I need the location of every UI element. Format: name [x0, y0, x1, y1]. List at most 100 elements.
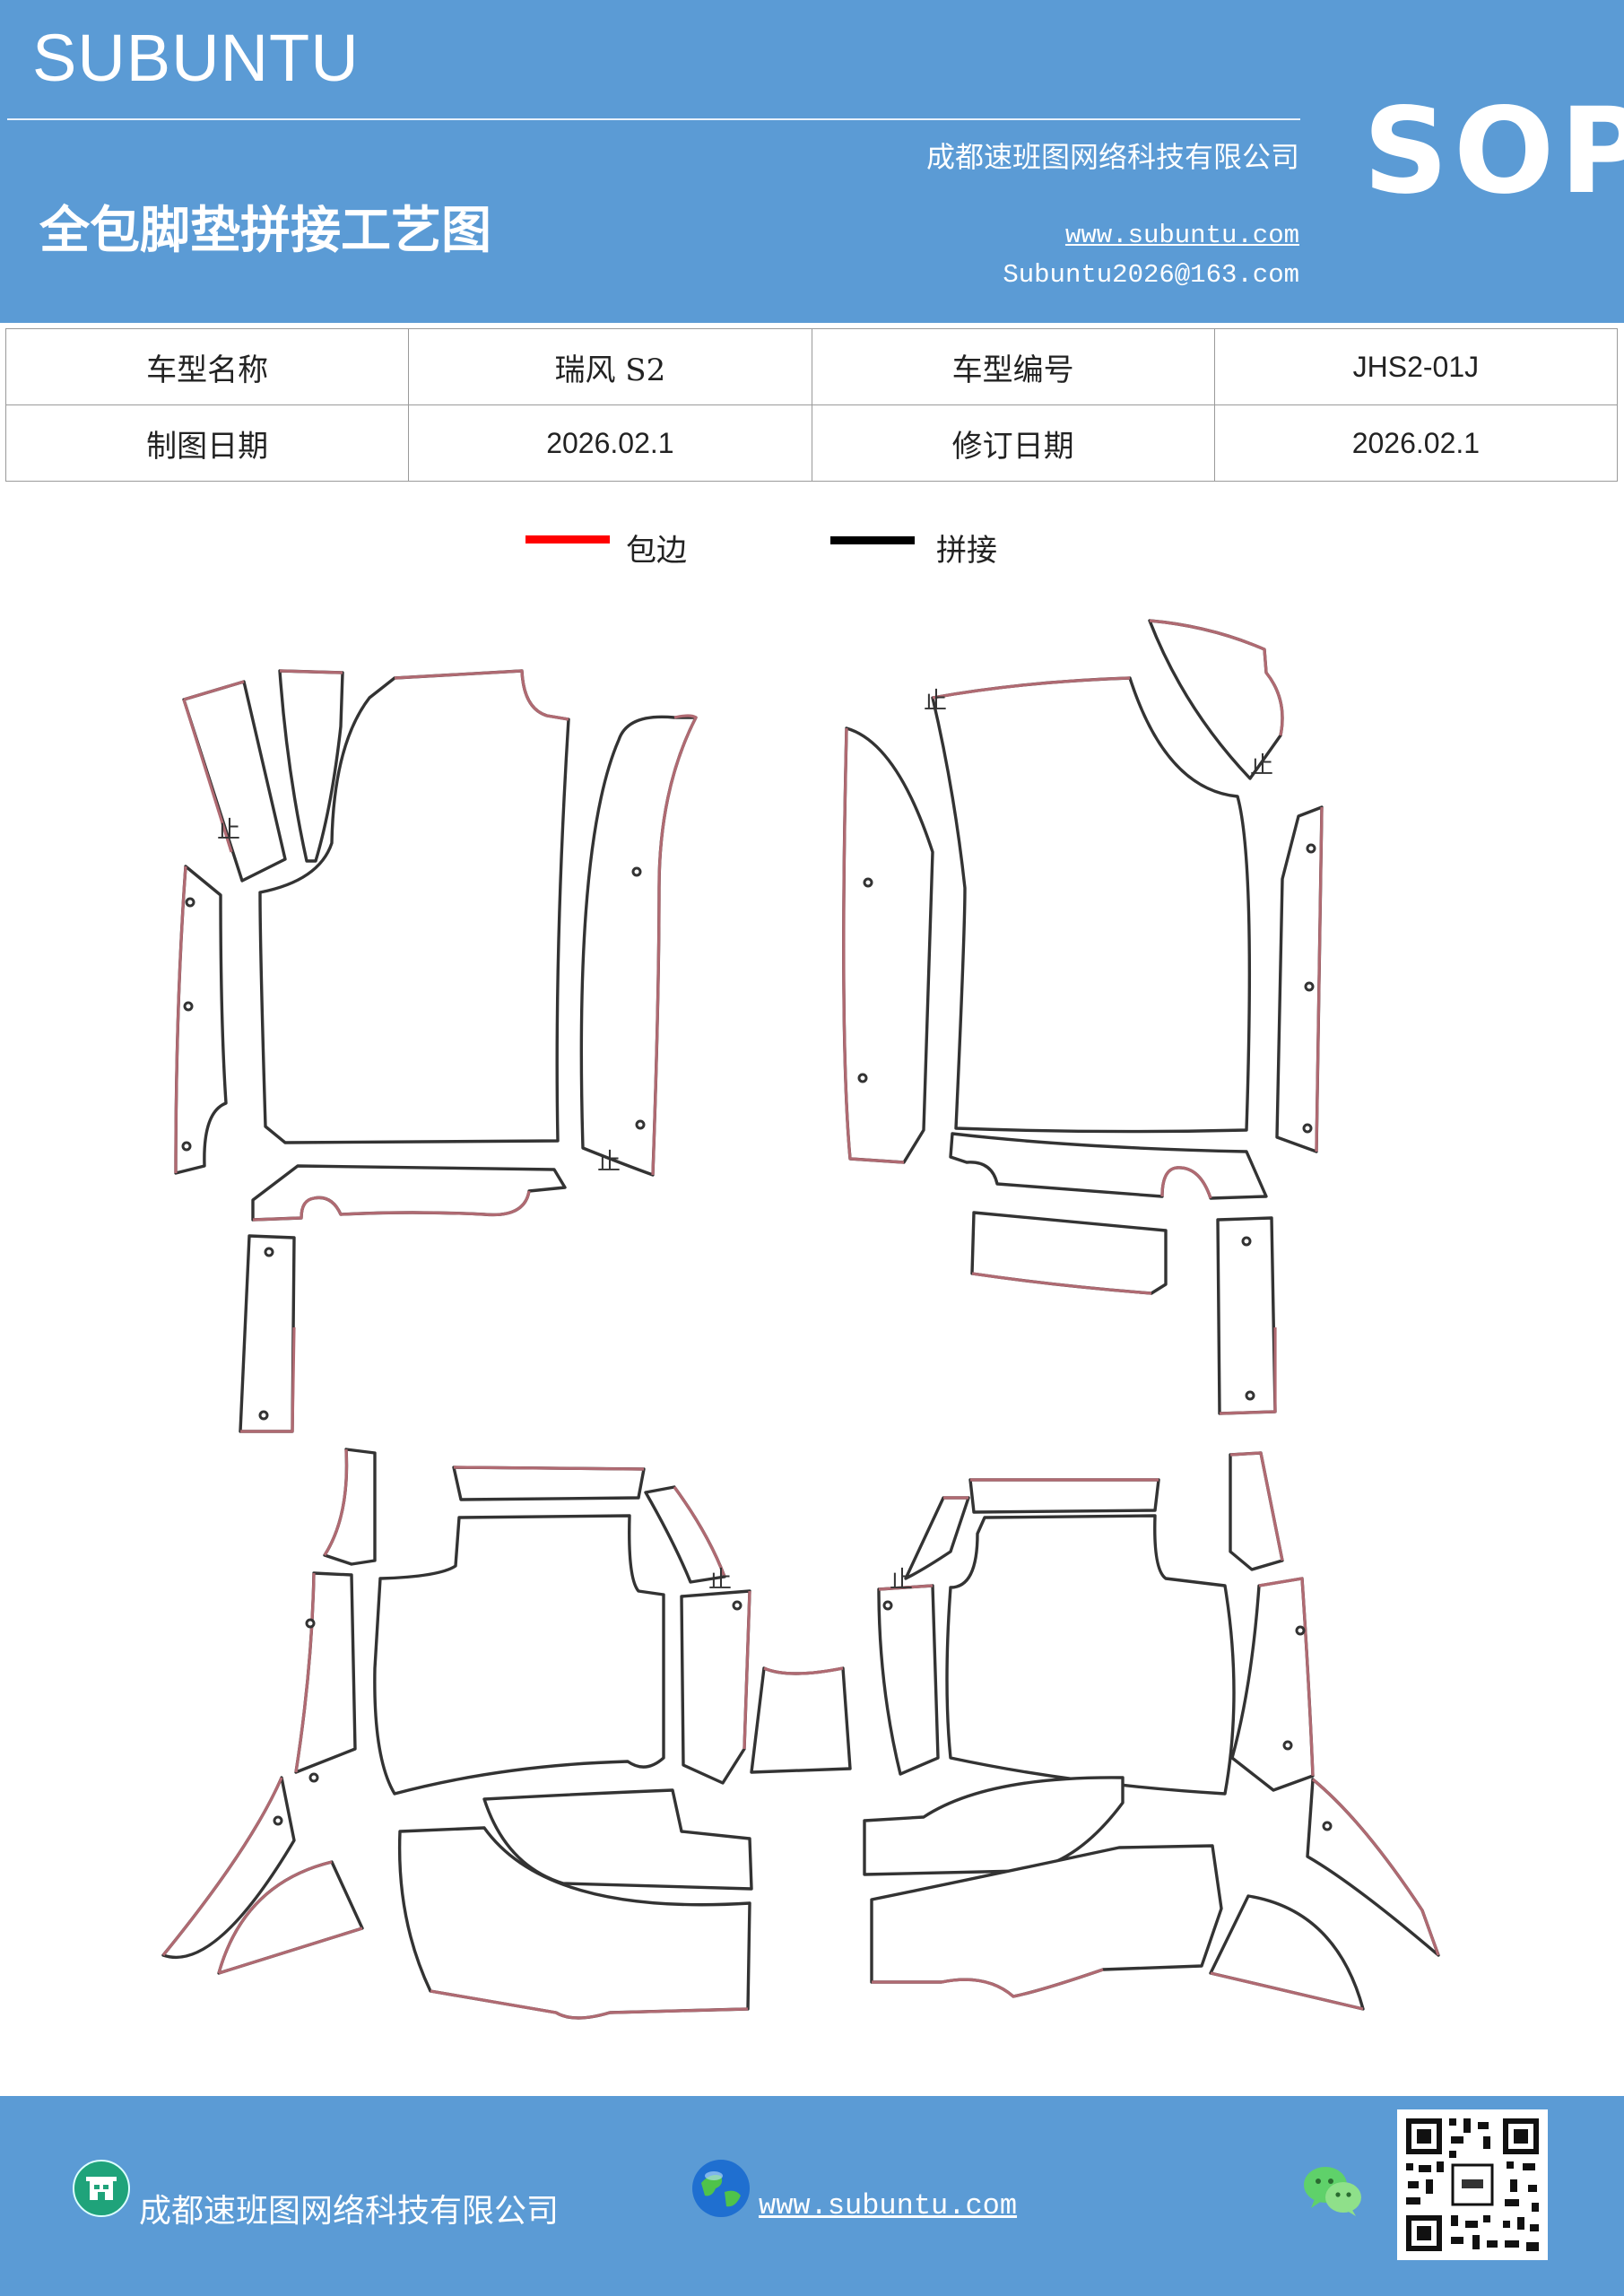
footer-company: 成都速班图网络科技有限公司: [139, 2193, 560, 2230]
edge-edging: [294, 1572, 316, 1773]
mat-piece: [258, 669, 570, 1144]
fixing-hole: [1245, 1390, 1255, 1401]
edge-edging: [323, 1448, 349, 1556]
edge-edging: [182, 680, 245, 853]
fixing-hole: [264, 1247, 274, 1257]
edge-edging: [673, 1486, 726, 1578]
mat-piece: [579, 715, 698, 1177]
document-title: 全包脚垫拼接工艺图: [39, 201, 491, 260]
vehicle-info-table: 车型名称 瑞风 S2 车型编号 JHS2-01J 制图日期 2026.02.1 …: [4, 328, 1619, 482]
mat-piece: [452, 1465, 646, 1501]
legend-edging-swatch: [525, 535, 610, 544]
revise-date-value: 2026.02.1: [1213, 404, 1619, 482]
edge-edging: [1149, 619, 1284, 736]
rear-left-mat-group: 止: [161, 1448, 852, 2020]
legend-joining-swatch: [830, 536, 915, 544]
fixing-hole: [1322, 1821, 1333, 1831]
edge-edging: [1219, 1327, 1277, 1415]
stop-mark: 止: [597, 1149, 621, 1176]
mat-piece: [294, 1571, 357, 1774]
mat-piece: [877, 1584, 940, 1776]
fixing-hole: [305, 1618, 316, 1629]
edge-edging: [240, 1326, 296, 1433]
legend-joining-label: 拼接: [936, 533, 997, 569]
mat-piece: [373, 1514, 665, 1796]
fixing-hole: [1282, 1740, 1293, 1751]
footer-website-link[interactable]: www.subuntu.com: [759, 2189, 1018, 2222]
mat-piece: [1306, 1778, 1440, 1957]
mat-piece: [842, 726, 934, 1164]
stop-mark: 止: [890, 1567, 913, 1594]
model-name-value: 瑞风 S2: [408, 328, 812, 405]
mat-piece: [949, 1132, 1268, 1200]
stop-mark: 止: [924, 688, 947, 715]
floor-mat-pattern-drawing: 止 止 止 止: [161, 619, 1440, 2020]
fixing-hole: [183, 1001, 194, 1012]
fixing-hole: [1295, 1625, 1306, 1636]
fixing-hole: [1302, 1123, 1313, 1134]
edge-edging: [1229, 1451, 1284, 1561]
edge-edging: [763, 1666, 844, 1675]
edge-edging: [932, 676, 1131, 700]
draw-date-value: 2026.02.1: [408, 404, 812, 482]
edge-edging: [872, 1968, 1104, 1998]
fixing-hole: [1304, 981, 1315, 992]
edge-edging: [1258, 1577, 1315, 1777]
fixing-hole: [857, 1073, 868, 1083]
mat-piece: [968, 1478, 1160, 1514]
edge-edging: [1311, 1778, 1440, 1956]
mat-piece: [1275, 805, 1324, 1153]
edge-edging: [842, 727, 905, 1164]
edge-edging: [252, 1190, 531, 1222]
draw-date-label: 制图日期: [4, 404, 410, 482]
edge-edging: [430, 1989, 749, 2020]
fixing-hole: [308, 1772, 319, 1783]
qr-code[interactable]: [1397, 2109, 1548, 2260]
fixing-hole: [1306, 843, 1316, 854]
rear-right-mat-group: 止: [863, 1451, 1440, 2011]
edge-edging: [174, 865, 187, 1174]
mat-piece: [1230, 1577, 1315, 1792]
brand-logo: SUBUNTU: [32, 21, 360, 95]
header-website-link[interactable]: www.subuntu.com: [1064, 221, 1299, 250]
mat-piece: [1216, 1216, 1277, 1415]
edge-edging: [743, 1590, 751, 1750]
mat-piece: [323, 1448, 377, 1566]
edge-edging: [971, 1272, 1152, 1295]
legend-edging-label: 包边: [626, 533, 687, 569]
edge-edging: [394, 669, 569, 721]
header-divider: [7, 118, 1300, 120]
edge-edging: [217, 1860, 363, 1975]
wechat-icon: [1304, 2167, 1361, 2216]
edge-edging: [651, 714, 698, 1176]
header-banner: [0, 0, 1624, 323]
mat-piece: [750, 1666, 852, 1774]
mat-piece: [278, 669, 344, 863]
fixing-hole: [258, 1410, 269, 1421]
edge-edging: [279, 669, 343, 674]
stop-mark: 止: [1250, 752, 1273, 779]
fixing-hole: [635, 1119, 646, 1130]
mat-piece: [1229, 1451, 1284, 1571]
fixing-hole: [1241, 1236, 1252, 1247]
mat-piece: [482, 1788, 753, 1891]
edge-edging: [453, 1465, 645, 1471]
mat-piece: [945, 1514, 1236, 1796]
model-code-value: JHS2-01J: [1213, 328, 1619, 405]
fixing-hole: [185, 897, 195, 908]
mat-piece: [931, 676, 1252, 1134]
edge-edging: [878, 1584, 934, 1591]
fixing-hole: [732, 1600, 743, 1611]
globe-icon: [692, 2160, 750, 2217]
header-email[interactable]: Subuntu2026@163.com: [1003, 260, 1299, 290]
mat-piece: [239, 1234, 296, 1433]
fixing-hole: [631, 866, 642, 877]
mat-piece: [182, 680, 287, 883]
model-code-label: 车型编号: [811, 328, 1215, 405]
fixing-hole: [882, 1600, 893, 1611]
mat-piece: [680, 1589, 751, 1785]
edge-edging: [1210, 1971, 1364, 2011]
header-company: 成都速班图网络科技有限公司: [925, 140, 1299, 174]
table-row: 制图日期 2026.02.1 修订日期 2026.02.1: [4, 404, 1619, 482]
fixing-hole: [181, 1141, 192, 1152]
